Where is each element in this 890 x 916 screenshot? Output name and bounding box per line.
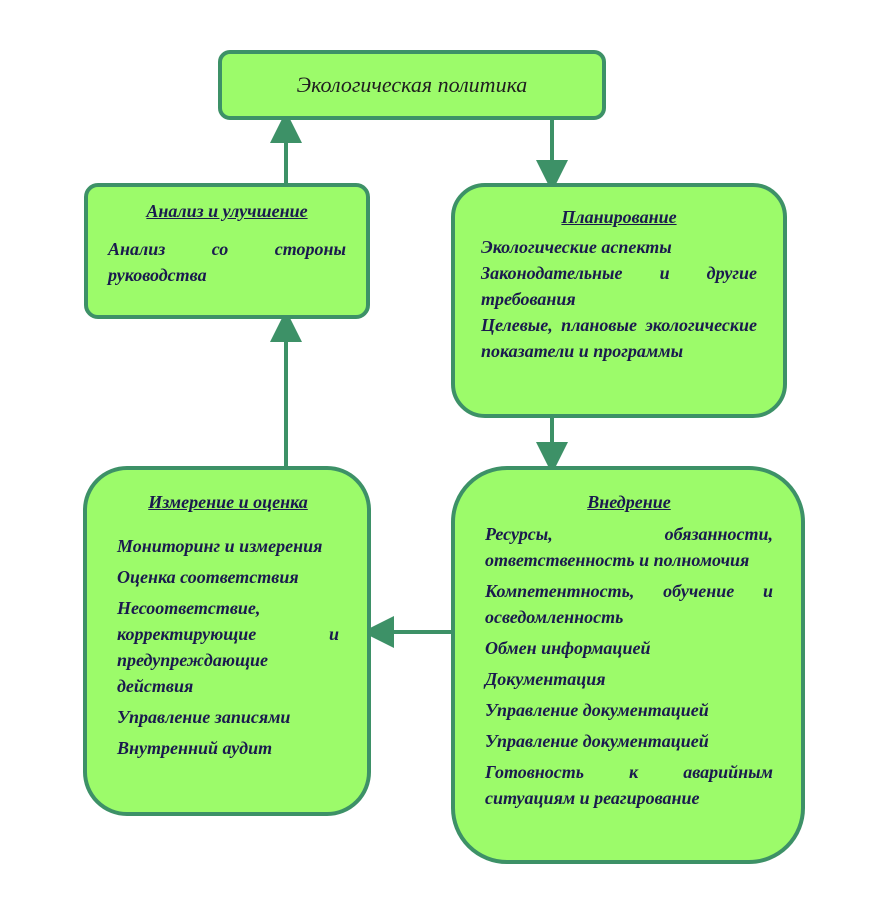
planning-item: Целевые, плановые экологические показате…	[481, 315, 757, 361]
measurement-item: Мониторинг и измерения	[117, 536, 323, 556]
planning-item: Законодательные и другие требования	[481, 263, 757, 309]
planning-title: Планирование	[561, 207, 677, 227]
implementation-item: Обмен информацией	[485, 638, 651, 658]
implementation-item: Готовность к аварийным ситуациям и реаги…	[485, 762, 773, 808]
planning-item: Экологические аспекты	[481, 237, 672, 257]
measurement-evaluation-box: Измерение и оценка Мониторинг и измерени…	[83, 466, 371, 816]
implementation-title: Внедрение	[587, 492, 671, 512]
measurement-item: Оценка соответствия	[117, 567, 299, 587]
planning-box: Планирование Экологические аспекты Закон…	[451, 183, 787, 418]
measurement-item: Управление записями	[117, 707, 291, 727]
implementation-item: Компетентность, обучение и осведомленнос…	[485, 581, 773, 627]
implementation-item: Управление документацией	[485, 731, 709, 751]
analysis-improvement-box: Анализ и улучшение Анализ со стороны рук…	[84, 183, 370, 319]
environmental-policy-box: Экологическая политика	[218, 50, 606, 120]
measurement-item: Внутренний аудит	[117, 738, 273, 758]
implementation-item: Ресурсы, обязанности, ответственность и …	[485, 524, 773, 570]
environmental-policy-title: Экологическая политика	[296, 72, 528, 97]
measurement-item: Несоответствие, корректирующие и предупр…	[117, 598, 339, 696]
implementation-item: Документация	[485, 669, 606, 689]
analysis-item: Анализ со стороны руководства	[108, 239, 346, 285]
implementation-item: Управление документацией	[485, 700, 709, 720]
measurement-title: Измерение и оценка	[148, 492, 308, 512]
implementation-box: Внедрение Ресурсы, обязанности, ответств…	[451, 466, 805, 864]
analysis-title: Анализ и улучшение	[146, 201, 308, 221]
